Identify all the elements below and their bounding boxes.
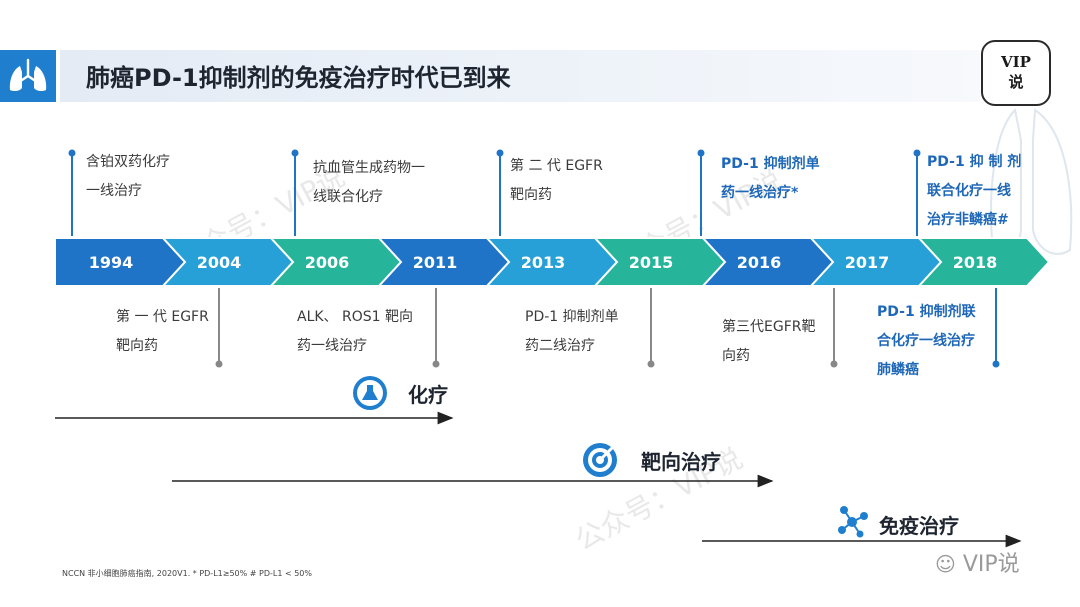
timeline-pin-dot <box>992 360 1000 368</box>
vip-badge-line1: VIP <box>1001 53 1031 71</box>
timeline-year-label: 2004 <box>197 253 242 272</box>
timeline-pin-dot <box>432 360 440 368</box>
event-2006-label: 抗血管生成药物一 线联合化疗 <box>313 160 425 205</box>
timeline-pin-dot <box>830 360 838 368</box>
timeline-chevrons: 1994 2004 2006 2011 2013 2015 2016 2017 2018 <box>54 237 1051 287</box>
timeline-year-label: 2011 <box>413 253 458 272</box>
timeline-pin-dot <box>913 149 921 157</box>
timeline-pins <box>68 149 1000 368</box>
event-2016-label: PD-1 抑制剂单 药一线治疗* <box>721 156 820 201</box>
timeline-year-label: 2016 <box>737 253 782 272</box>
event-2011-label: ALK、 ROS1 靶向 药一线治疗 <box>297 309 413 354</box>
event-2017-label: 第三代EGFR靶 向药 <box>722 319 816 364</box>
wechat-label: ☺ VIP说 <box>935 546 1020 578</box>
era-label-targeted: 靶向治疗 <box>641 450 721 474</box>
era-label-immuno: 免疫治疗 <box>879 514 959 538</box>
flask-icon <box>353 376 387 410</box>
timeline-year-label: 2018 <box>953 253 998 272</box>
molecule-icon <box>838 506 868 538</box>
timeline-pin-dot <box>496 149 504 157</box>
timeline-pin-dot <box>647 360 655 368</box>
timeline-year-label: 2017 <box>845 253 890 272</box>
event-2004-label: 第 一 代 EGFR 靶向药 <box>116 309 209 354</box>
event-2013-label: 第 二 代 EGFR 靶向药 <box>510 158 603 203</box>
title-band <box>60 50 980 102</box>
timeline-year-label: 2013 <box>521 253 566 272</box>
page-title: 肺癌PD-1抑制剂的免疫治疗时代已到来 <box>86 64 511 92</box>
event-1994-label: 含铂双药化疗 一线治疗 <box>86 154 170 199</box>
timeline-year-label: 1994 <box>89 253 134 272</box>
timeline-pin-dot <box>697 149 705 157</box>
timeline-year-label: 2006 <box>305 253 350 272</box>
timeline-pin-dot <box>291 149 299 157</box>
timeline-chevron <box>916 237 1051 287</box>
event-2018-top-label: PD-1 抑 制 剂 联合化疗一线 治疗非鳞癌# <box>927 154 1022 228</box>
timeline-pin-dot <box>68 149 76 157</box>
wechat-label-text: VIP说 <box>962 552 1020 577</box>
event-2015-label: PD-1 抑制剂单 药二线治疗 <box>525 309 619 354</box>
lung-icon <box>9 58 47 92</box>
era-label-chemo: 化疗 <box>408 383 448 407</box>
vip-badge-line2: 说 <box>1008 73 1024 91</box>
timeline-pin-dot <box>215 360 223 368</box>
footnote: NCCN 非小细胞肺癌指南, 2020V1. * PD-L1≥50% # PD-… <box>62 569 312 578</box>
title-accent-block <box>0 50 56 102</box>
wechat-icon: ☺ <box>935 552 956 576</box>
vip-badge: VIP 说 <box>981 40 1051 106</box>
timeline-year-label: 2015 <box>629 253 674 272</box>
event-2018-bottom-label: PD-1 抑制剂联 合化疗一线治疗 肺鳞癌 <box>877 304 976 378</box>
target-icon <box>583 443 617 477</box>
